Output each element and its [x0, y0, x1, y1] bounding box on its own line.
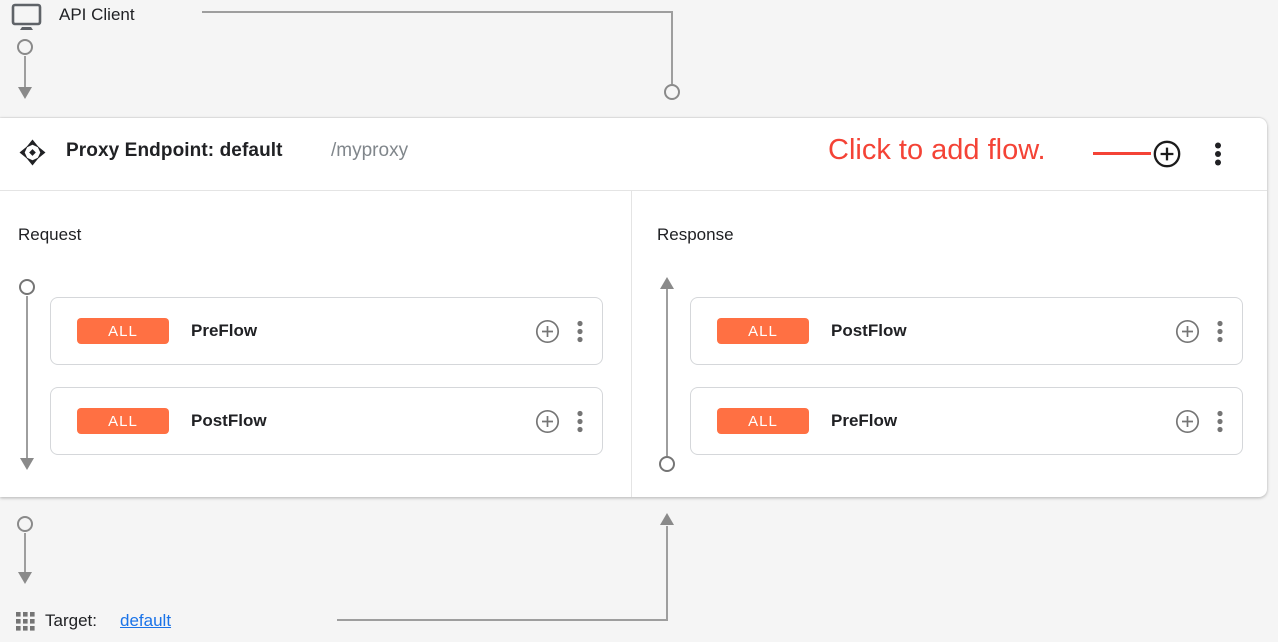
kebab-menu-icon[interactable] [574, 319, 586, 344]
connector-node [19, 279, 35, 295]
endpoint-path: /myproxy [331, 140, 409, 161]
grid-icon [16, 612, 35, 636]
move-arrows-icon [19, 139, 46, 171]
response-preflow-card[interactable]: ALL PreFlow [690, 387, 1243, 455]
condition-badge: ALL [717, 318, 809, 344]
condition-badge: ALL [717, 408, 809, 434]
annotation-pointer-line [1093, 152, 1151, 155]
arrow-down [18, 87, 32, 99]
connector-node [17, 39, 33, 55]
connector-line [671, 11, 673, 84]
condition-badge: ALL [77, 318, 169, 344]
endpoint-title: Proxy Endpoint: default [66, 140, 283, 161]
proxy-endpoint-header: Proxy Endpoint: default /myproxy Click t… [0, 118, 1267, 190]
request-label: Request [18, 225, 82, 244]
kebab-menu-icon[interactable] [574, 409, 586, 434]
request-preflow-card[interactable]: ALL PreFlow [50, 297, 603, 365]
target-default-link[interactable]: default [120, 611, 172, 630]
flow-name: PostFlow [831, 321, 907, 340]
connector-node [17, 516, 33, 532]
api-client-label: API Client [59, 5, 135, 24]
endpoint-menu-button[interactable] [1211, 140, 1225, 168]
monitor-icon [10, 2, 43, 36]
connector-node [664, 84, 680, 100]
connector-line [26, 296, 28, 458]
response-label: Response [657, 225, 734, 244]
plus-circle-icon[interactable] [1175, 319, 1200, 344]
condition-badge: ALL [77, 408, 169, 434]
connector-line [666, 289, 668, 456]
target-label: Target: [45, 611, 97, 630]
flow-name: PostFlow [191, 411, 267, 430]
proxy-endpoint-panel: Proxy Endpoint: default /myproxy Click t… [0, 118, 1267, 497]
arrow-down [20, 458, 34, 470]
flow-name: PreFlow [191, 321, 258, 340]
arrow-up [660, 277, 674, 289]
connector-line [202, 11, 673, 13]
arrow-up [660, 513, 674, 525]
connector-line [24, 56, 26, 87]
plus-circle-icon[interactable] [535, 409, 560, 434]
connector-line [24, 533, 26, 572]
add-flow-button[interactable] [1153, 140, 1181, 168]
plus-circle-icon[interactable] [535, 319, 560, 344]
divider [0, 190, 1267, 191]
connector-node [659, 456, 675, 472]
flow-name: PreFlow [831, 411, 898, 430]
divider [631, 190, 632, 497]
connector-line [666, 526, 668, 621]
request-postflow-card[interactable]: ALL PostFlow [50, 387, 603, 455]
annotation-text: Click to add flow. [828, 134, 1046, 166]
connector-line [337, 619, 668, 621]
kebab-menu-icon[interactable] [1214, 319, 1226, 344]
plus-circle-icon[interactable] [1175, 409, 1200, 434]
response-postflow-card[interactable]: ALL PostFlow [690, 297, 1243, 365]
kebab-menu-icon[interactable] [1214, 409, 1226, 434]
arrow-down [18, 572, 32, 584]
